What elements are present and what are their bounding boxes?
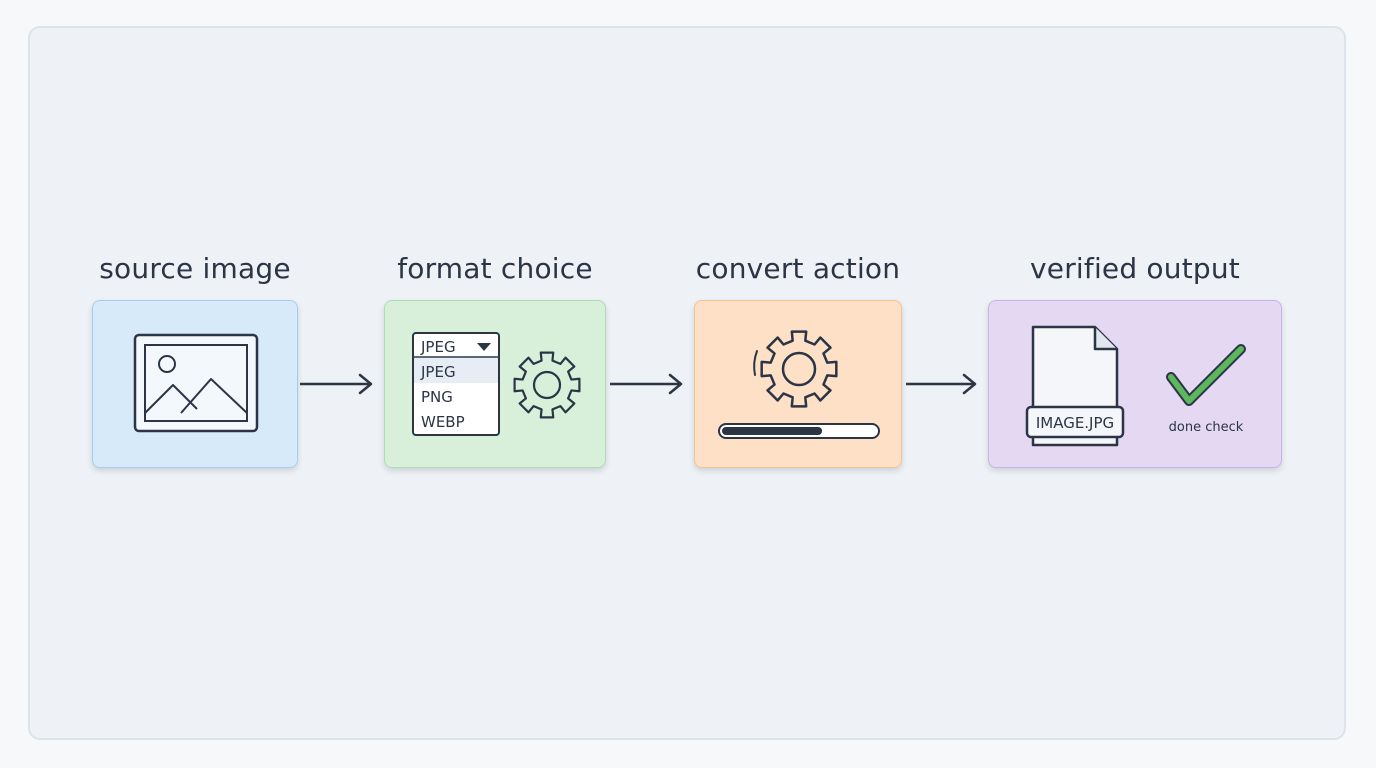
stage-label-format-choice: format choice xyxy=(397,252,593,285)
file-name-label: IMAGE.JPG xyxy=(1036,414,1114,432)
done-check-label: done check xyxy=(1169,420,1244,435)
flow-arrow-2 xyxy=(610,373,683,395)
dropdown-option-webp[interactable]: WEBP xyxy=(421,413,465,431)
dropdown-option-png[interactable]: PNG xyxy=(421,388,453,406)
verified-output-card: IMAGE.JPG done check xyxy=(988,300,1282,468)
stage-label-source-image: source image xyxy=(99,252,291,285)
chevron-down-icon[interactable] xyxy=(477,343,491,351)
convert-action-card xyxy=(694,300,902,468)
check-icon: done check xyxy=(1166,344,1246,435)
flow-arrow-3 xyxy=(906,373,977,395)
format-choice-card: JPEG JPEG PNG WEBP xyxy=(384,300,606,468)
dropdown-selected-value[interactable]: JPEG xyxy=(420,338,456,356)
flow-arrow-1 xyxy=(300,373,373,395)
image-icon xyxy=(133,333,259,433)
stage-label-convert-action: convert action xyxy=(695,252,901,285)
format-dropdown[interactable]: JPEG JPEG PNG WEBP xyxy=(385,301,607,469)
progress-bar xyxy=(718,423,880,439)
stage-label-verified-output: verified output xyxy=(1030,252,1240,285)
progress-bar-fill xyxy=(722,427,823,435)
spinner-arc-icon xyxy=(753,350,758,376)
gear-icon xyxy=(753,330,838,408)
file-icon: IMAGE.JPG xyxy=(1025,325,1125,447)
dropdown-option-jpeg[interactable]: JPEG xyxy=(420,363,456,381)
source-image-card xyxy=(92,300,298,468)
